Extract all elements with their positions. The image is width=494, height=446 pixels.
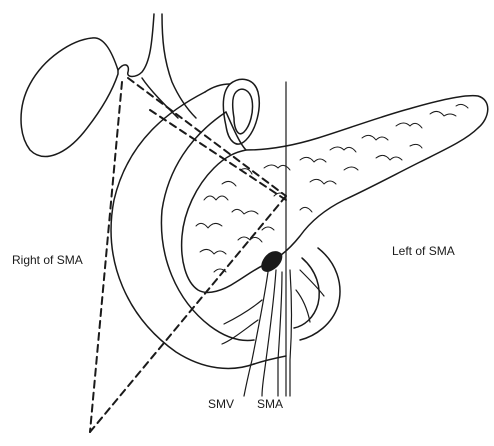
label-left-of-sma: Left of SMA xyxy=(392,245,455,257)
vessel-notch xyxy=(261,251,282,272)
pancreas-outline xyxy=(182,96,488,293)
resection-lines xyxy=(90,78,286,432)
label-right-of-sma: Right of SMA xyxy=(12,254,83,266)
duodenum-inner xyxy=(161,112,254,340)
pylorus-cut-ring-inner xyxy=(233,89,253,134)
mesenteric-vessels xyxy=(222,270,324,396)
gallbladder xyxy=(21,38,118,157)
duodenum-tail xyxy=(254,356,286,364)
hepatic-duct xyxy=(162,14,196,118)
cystic-duct xyxy=(118,14,154,77)
label-smv: SMV xyxy=(208,398,234,410)
label-sma: SMA xyxy=(257,398,283,410)
